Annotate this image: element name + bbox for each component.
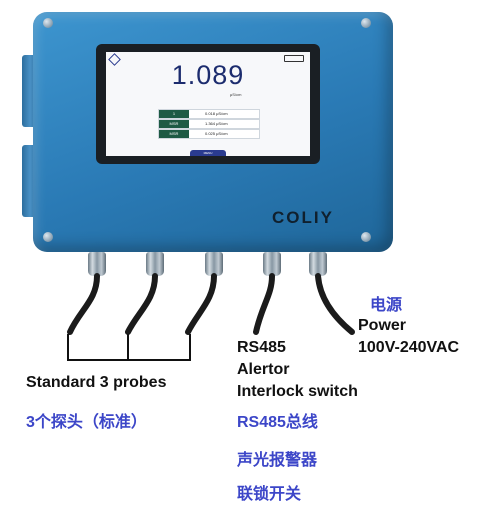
cable-gland-3 [205,252,223,276]
probe-value: 1.364 μS/cm [205,121,228,126]
power-label-en: Power [358,317,407,334]
main-reading-unit: μS/cm [230,92,242,97]
cable-gland-2 [146,252,164,276]
cable-gland-4 [263,252,281,276]
interlock-label-cn: 联锁开关 [237,486,302,503]
probe-row-3: MSR 0.025 μS/cm [158,129,260,139]
probe-value: 0.018 μS/cm [205,111,228,116]
rs485-label-en: RS485 [237,339,286,356]
screw-top-left [43,18,53,28]
probe-value: 0.025 μS/cm [205,131,228,136]
screw-bottom-left [43,232,53,242]
probe-cable-1 [67,273,100,335]
screw-bottom-right [361,232,371,242]
menu-button: MENU [190,150,226,156]
display-screen: 1.089 μS/cm 1 0.018 μS/cm MSR 1.364 μS/c… [106,52,310,156]
power-cable [315,273,355,335]
rs485-cable [253,273,275,335]
probe-tag: MSR [159,130,189,138]
probe-tag: 1 [159,110,189,118]
cable-gland-1 [88,252,106,276]
probe-row-2: MSR 1.364 μS/cm [158,119,260,129]
rs485-label-cn: RS485总线 [237,414,318,431]
brand-logo: COLIY [272,208,334,227]
probes-label-en: Standard 3 probes [26,374,167,391]
probe-bracket [67,334,191,361]
cable-gland-5 [309,252,327,276]
power-label-cn: 电源 [370,297,403,314]
main-reading: 1.089 [171,60,245,90]
screw-top-right [361,18,371,28]
probe-row-1: 1 0.018 μS/cm [158,109,260,119]
probe-tag: MSR [159,120,189,128]
probe-cable-2 [125,273,158,335]
probes-label-cn: 3个探头（标准） [26,414,147,431]
interlock-label-en: Interlock switch [237,383,358,400]
alertor-label-en: Alertor [237,361,290,378]
probe-cable-3 [185,273,217,335]
battery-icon [284,55,304,62]
alertor-label-cn: 声光报警器 [237,452,318,469]
power-spec: 100V-240VAC [358,339,460,356]
